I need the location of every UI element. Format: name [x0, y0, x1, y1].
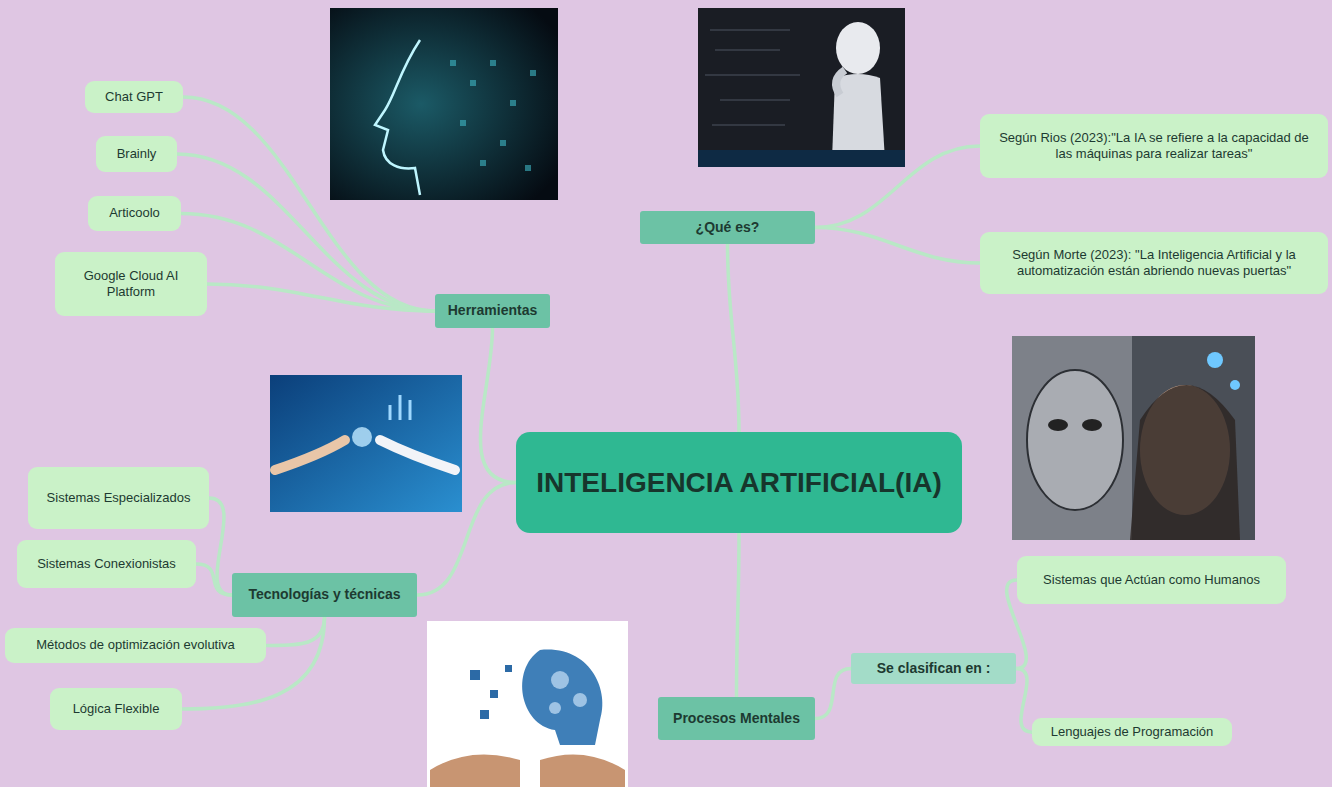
branch-box: Procesos Mentales	[658, 697, 815, 740]
branch-box: ¿Qué es?	[640, 211, 815, 244]
branch-connector	[815, 228, 980, 264]
node-text: Tecnologías y técnicas	[248, 586, 400, 604]
node-text: Herramientas	[448, 302, 538, 320]
mind-profile-image	[330, 8, 558, 200]
robot-human-faces-image	[1012, 336, 1255, 540]
branch-connector	[266, 617, 325, 646]
leaf-box: Articoolo	[88, 196, 181, 231]
node-text: Lógica Flexible	[73, 701, 160, 717]
branch-connector	[815, 669, 851, 719]
leaf-box: Lógica Flexible	[50, 688, 182, 730]
leaf-box: Google Cloud AI Platform	[55, 252, 207, 316]
central-topic: INTELIGENCIA ARTIFICIAL(IA)	[516, 432, 962, 533]
node-text: Brainly	[117, 146, 157, 162]
leaf-box: Métodos de optimización evolutiva	[5, 628, 266, 663]
node-text: Sistemas Conexionistas	[37, 556, 176, 572]
branch-connector	[737, 533, 740, 697]
quote-box: Según Rios (2023):"La IA se refiere a la…	[980, 114, 1328, 178]
branch-connector	[207, 284, 435, 311]
node-text: Lenguajes de Programación	[1051, 724, 1214, 740]
hands-touching-image	[270, 375, 462, 512]
gear-head-image	[427, 621, 628, 787]
node-text: Chat GPT	[105, 89, 163, 105]
node-text: ¿Qué es?	[696, 219, 760, 237]
leaf-box: Brainly	[96, 136, 177, 172]
quote-box: Según Morte (2023): "La Inteligencia Art…	[980, 232, 1328, 294]
node-text: Articoolo	[109, 205, 160, 221]
leaf-box: Sistemas Especializados	[28, 467, 209, 529]
node-text: Sistemas Especializados	[47, 490, 191, 506]
node-text: Sistemas que Actúan como Humanos	[1043, 572, 1260, 588]
node-text: Métodos de optimización evolutiva	[36, 637, 235, 653]
branch-box: Herramientas	[435, 294, 550, 328]
branch-connector	[480, 328, 516, 483]
node-text: Google Cloud AI Platform	[67, 268, 195, 301]
leaf-box: Chat GPT	[85, 81, 183, 113]
node-text: Procesos Mentales	[673, 710, 800, 728]
branch-connector	[196, 564, 232, 595]
branch-connector	[728, 244, 740, 432]
node-text: Se clasifican en :	[877, 660, 991, 678]
node-text: Según Morte (2023): "La Inteligencia Art…	[992, 247, 1316, 280]
leaf-box: Sistemas Conexionistas	[17, 540, 196, 588]
node-text: INTELIGENCIA ARTIFICIAL(IA)	[536, 465, 941, 500]
branch-connector	[181, 214, 435, 312]
node-text: Según Rios (2023):"La IA se refiere a la…	[992, 130, 1316, 163]
sub-branch-box: Se clasifican en :	[851, 653, 1016, 684]
robot-thinking-image	[698, 8, 905, 167]
leaf-box: Lenguajes de Programación	[1032, 718, 1232, 746]
branch-box: Tecnologías y técnicas	[232, 573, 417, 617]
branch-connector	[1016, 669, 1032, 733]
leaf-box: Sistemas que Actúan como Humanos	[1017, 556, 1286, 604]
